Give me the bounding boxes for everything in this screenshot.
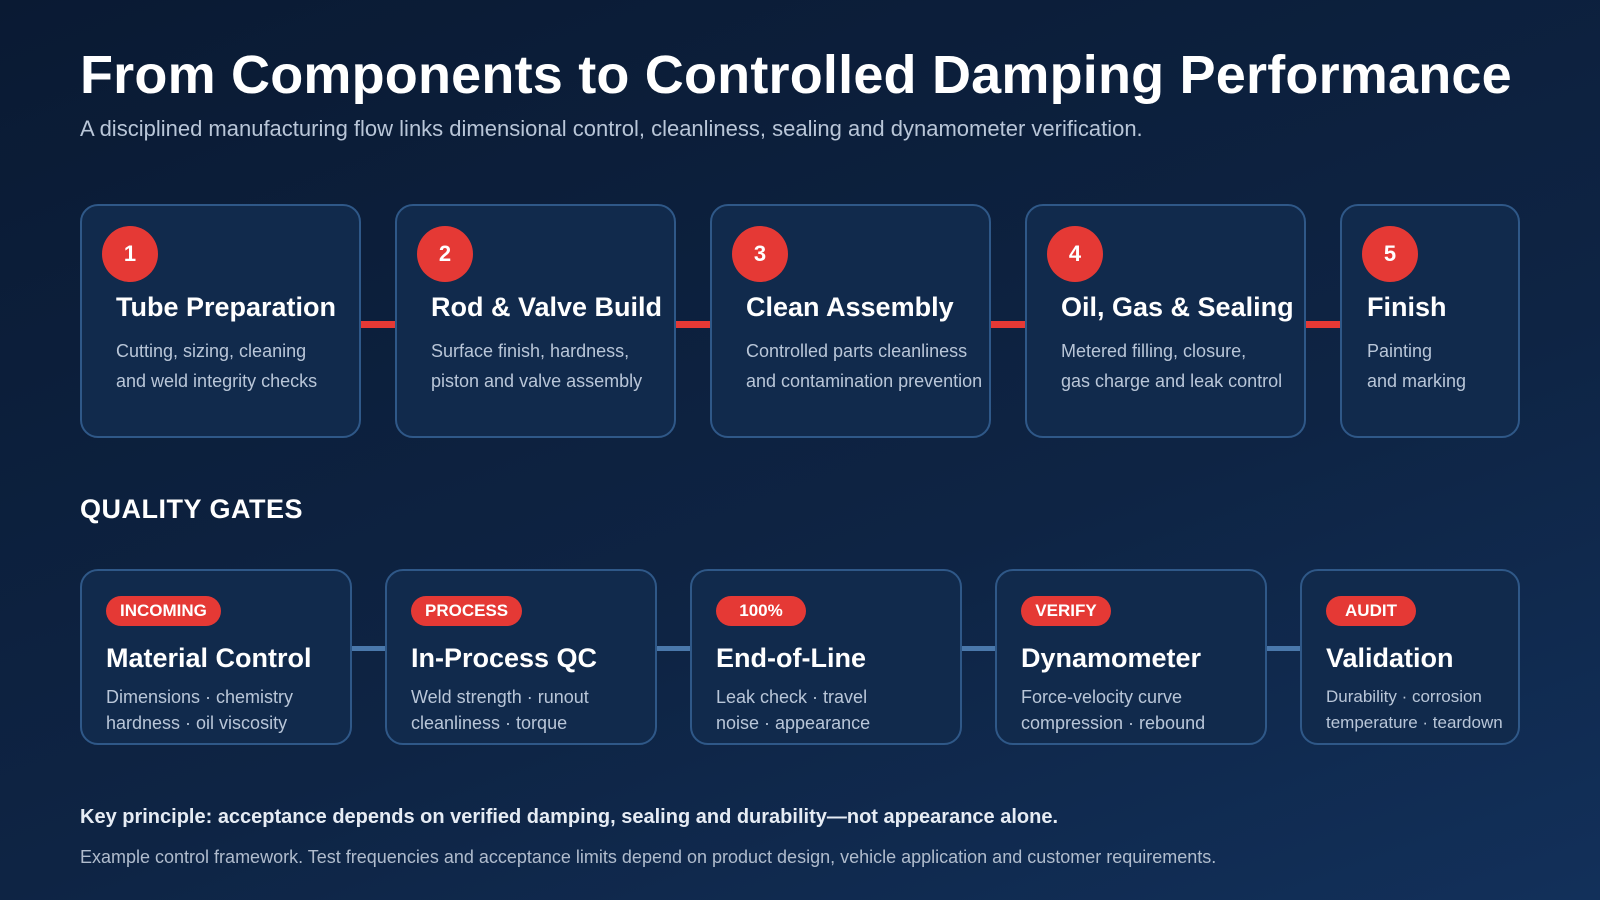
gate-title: In-Process QC: [411, 643, 598, 673]
gate-title: Validation: [1326, 643, 1454, 673]
step-title: Oil, Gas & Sealing: [1061, 292, 1294, 322]
page-subtitle: A disciplined manufacturing flow links d…: [80, 116, 1143, 141]
process-step-tube-preparation: 1 Tube Preparation Cutting, sizing, clea…: [80, 204, 361, 438]
quality-gates-heading: QUALITY GATES: [80, 494, 304, 524]
key-principle: Key principle: acceptance depends on ver…: [80, 806, 1059, 828]
process-step-rod-valve-build: 2 Rod & Valve Build Surface finish, hard…: [395, 204, 676, 438]
step-title: Rod & Valve Build: [431, 292, 663, 322]
gate-badge: VERIFY: [1021, 596, 1111, 626]
gate-connector: [350, 646, 387, 651]
gate-connector: [960, 646, 997, 651]
step-description: Metered filling, closure,gas charge and …: [1061, 341, 1283, 391]
gate-badge: INCOMING: [106, 596, 221, 626]
step-description: Surface finish, hardness,piston and valv…: [431, 341, 643, 391]
step-number-badge: 4: [1047, 226, 1103, 282]
page-title: From Components to Controlled Damping Pe…: [80, 45, 1512, 105]
gate-connector: [655, 646, 692, 651]
gate-title: Material Control: [106, 643, 312, 673]
step-title: Tube Preparation: [116, 292, 337, 322]
process-step-clean-assembly: 3 Clean Assembly Controlled parts cleanl…: [710, 204, 991, 438]
step-connector: [989, 321, 1026, 328]
step-connector: [674, 321, 711, 328]
step-number-badge: 3: [732, 226, 788, 282]
footnote: Example control framework. Test frequenc…: [80, 847, 1217, 867]
gate-title: Dynamometer: [1021, 643, 1202, 673]
gate-badge: AUDIT: [1326, 596, 1416, 626]
gate-badge: 100%: [716, 596, 806, 626]
gate-title: End-of-Line: [716, 643, 866, 673]
quality-gates: INCOMING Material Control Dimensions · c…: [80, 569, 1520, 747]
step-number-badge: 1: [102, 226, 158, 282]
step-title: Finish: [1367, 292, 1447, 322]
step-connector: [1304, 321, 1341, 328]
step-number-badge: 2: [417, 226, 473, 282]
quality-gate-material-control: INCOMING Material Control Dimensions · c…: [80, 569, 352, 745]
gate-connector: [1265, 646, 1302, 651]
process-step-oil-gas-sealing: 4 Oil, Gas & Sealing Metered filling, cl…: [1025, 204, 1306, 438]
step-number-badge: 5: [1362, 226, 1418, 282]
process-flow: 1 Tube Preparation Cutting, sizing, clea…: [80, 204, 1520, 440]
step-connector: [359, 321, 396, 328]
step-title: Clean Assembly: [746, 292, 954, 322]
quality-gate-in-process-qc: PROCESS In-Process QC Weld strength · ru…: [385, 569, 657, 745]
gate-badge: PROCESS: [411, 596, 523, 626]
